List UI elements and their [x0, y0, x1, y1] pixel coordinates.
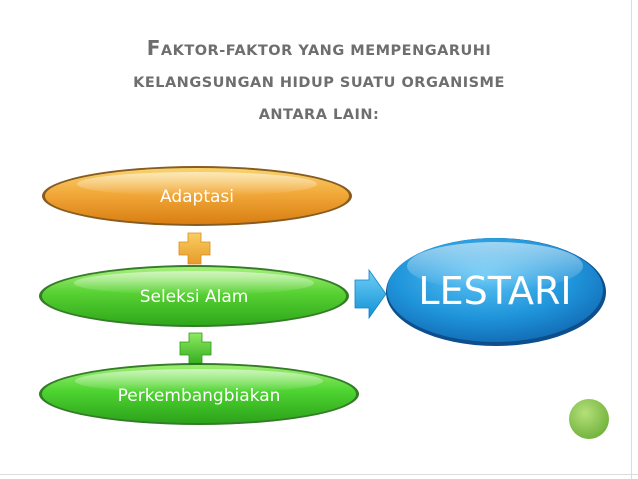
circle-icon [569, 399, 609, 439]
right-arrow-icon [354, 268, 387, 320]
title-initial: F [146, 36, 161, 60]
result-label: LESTARI [418, 269, 571, 313]
factor-perkembangbiakan: Perkembangbiakan [39, 363, 359, 425]
plus-icon [179, 332, 212, 365]
result-lestari: LESTARI [386, 238, 606, 346]
slide-title: FAKTOR-FAKTOR YANG MEMPENGARUHI KELANGSU… [40, 32, 598, 131]
slide-border-right [631, 0, 632, 479]
title-line-1-rest: AKTOR-FAKTOR YANG MEMPENGARUHI [160, 43, 492, 59]
slide-border-bottom [0, 474, 638, 475]
title-line-2: KELANGSUNGAN HIDUP SUATU ORGANISME [133, 75, 505, 91]
factor-adaptasi: Adaptasi [42, 166, 352, 226]
plus-icon [178, 232, 211, 265]
factor-perkembangbiakan-label: Perkembangbiakan [118, 386, 281, 406]
factor-seleksi-alam: Seleksi Alam [39, 265, 349, 327]
factor-adaptasi-label: Adaptasi [160, 187, 234, 207]
title-line-1: FAKTOR-FAKTOR YANG MEMPENGARUHI [40, 32, 598, 67]
factor-seleksi-alam-label: Seleksi Alam [140, 287, 249, 307]
title-line-3: ANTARA LAIN: [258, 107, 380, 123]
